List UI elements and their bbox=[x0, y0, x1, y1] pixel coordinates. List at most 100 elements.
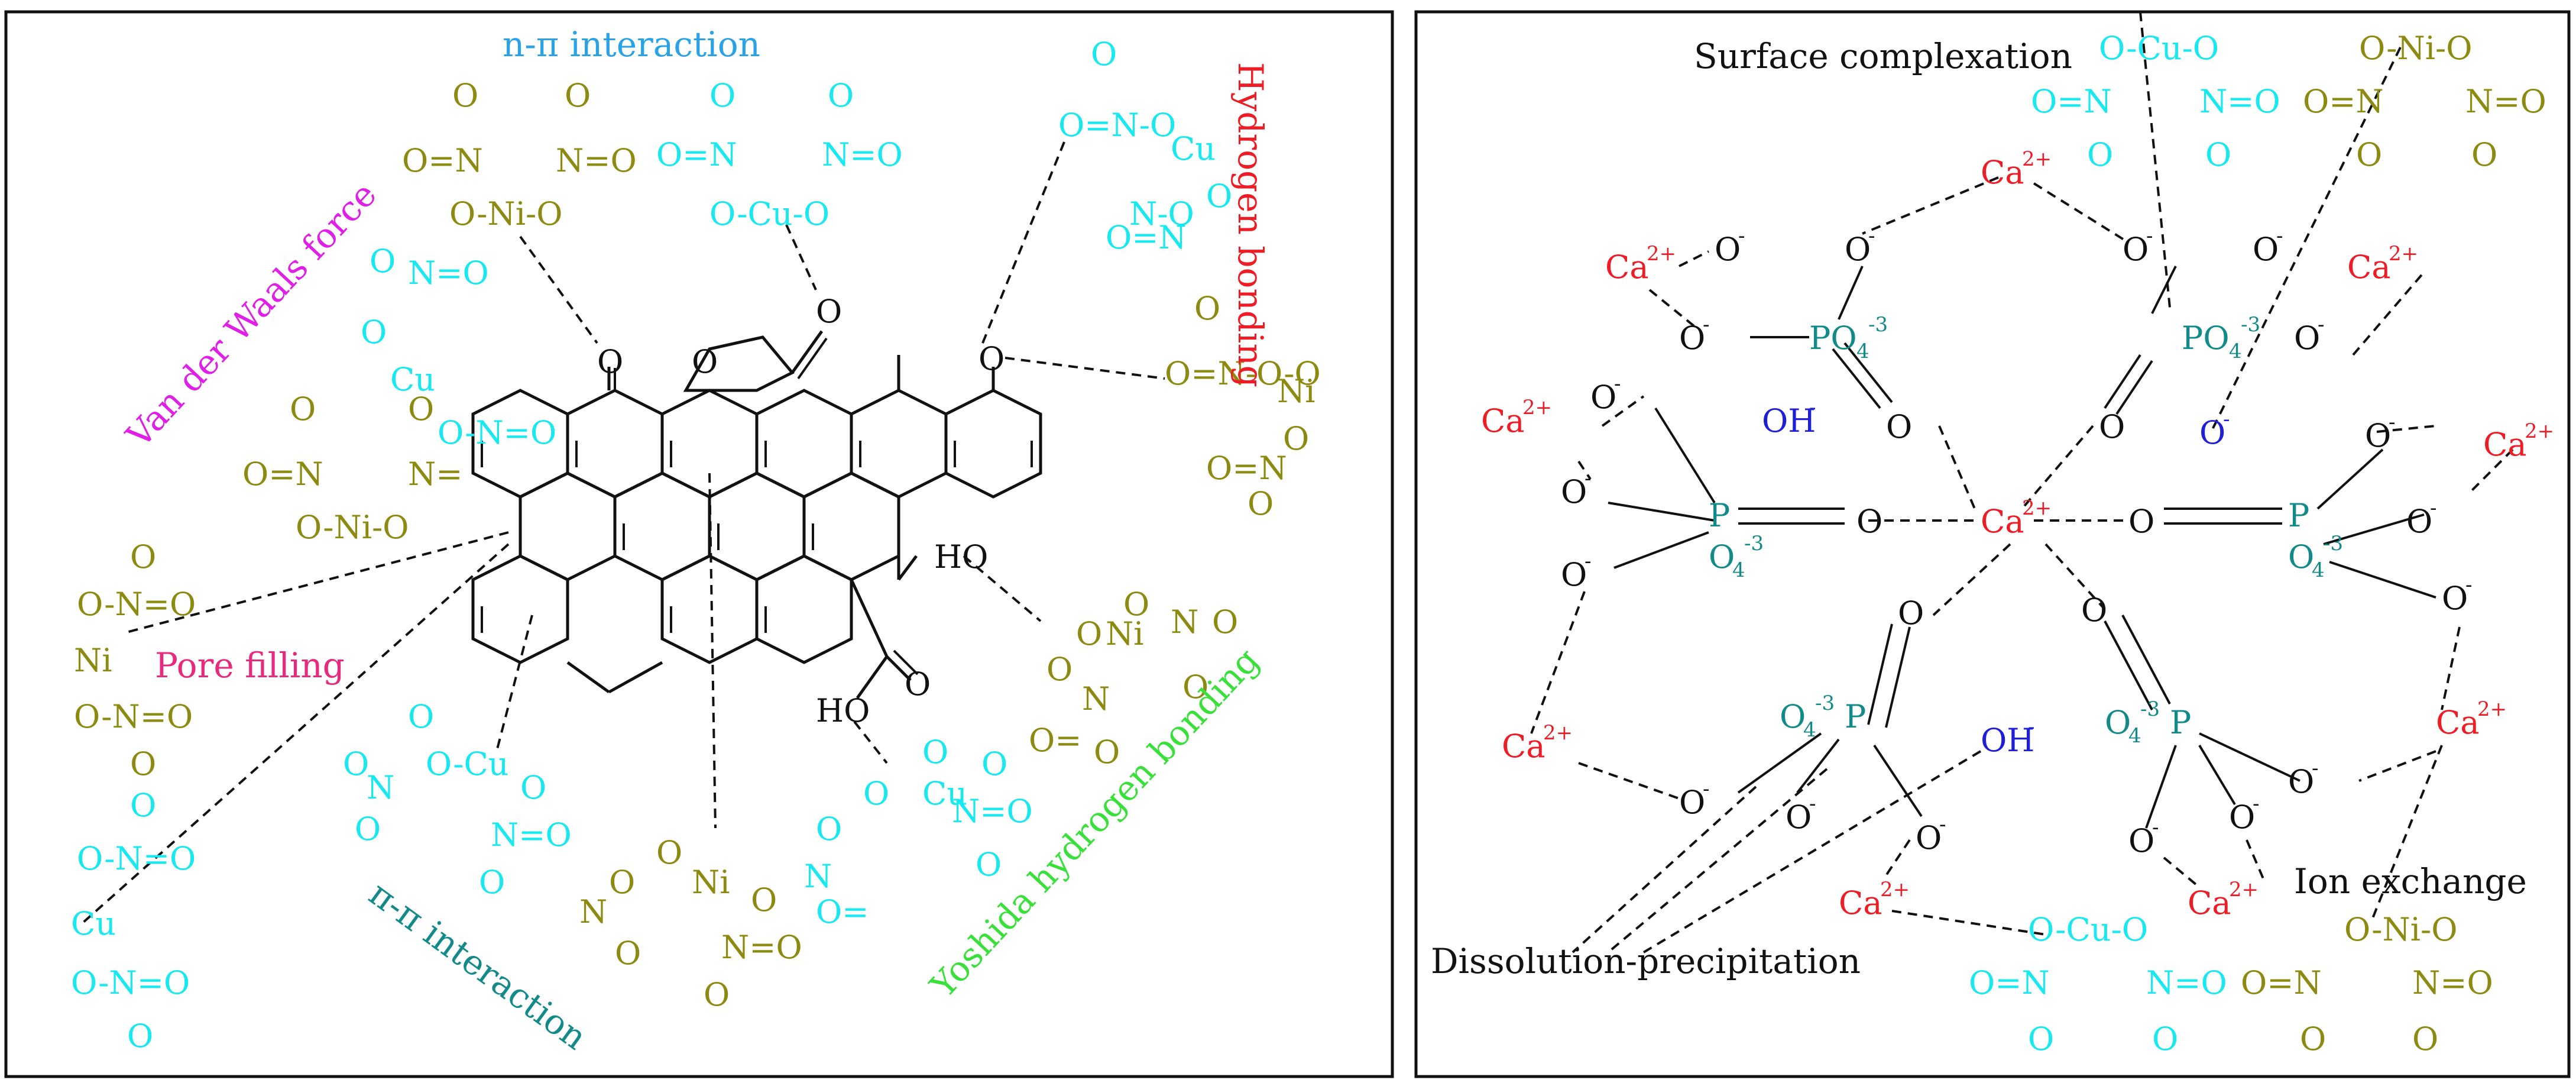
svg-text:O: O bbox=[692, 343, 718, 380]
svg-text:N: N bbox=[1082, 680, 1110, 717]
left-interaction-lines bbox=[82, 141, 1165, 924]
svg-text:O: O bbox=[709, 77, 735, 114]
svg-text:Ni: Ni bbox=[1106, 615, 1144, 652]
svg-text:Ca: Ca bbox=[2436, 704, 2480, 741]
svg-text:O: O bbox=[615, 935, 641, 972]
svg-text:N=: N= bbox=[408, 455, 463, 493]
svg-text:O: O bbox=[2128, 822, 2154, 859]
svg-text:O: O bbox=[816, 293, 842, 330]
svg-text:O-Ni-O: O-Ni-O bbox=[2359, 30, 2473, 67]
svg-text:O: O bbox=[1182, 668, 1208, 706]
svg-text:O: O bbox=[2128, 503, 2154, 540]
svg-text:O-Ni-O: O-Ni-O bbox=[296, 509, 409, 546]
svg-text:PO: PO bbox=[2182, 319, 2230, 357]
svg-text:-: - bbox=[1868, 224, 1875, 248]
svg-text:O: O bbox=[2253, 231, 2279, 268]
svg-text:O: O bbox=[290, 390, 316, 428]
svg-text:-: - bbox=[1614, 372, 1621, 396]
svg-text:4: 4 bbox=[1856, 340, 1869, 363]
svg-text:Ca: Ca bbox=[1502, 728, 1545, 765]
ni-nitrate-left-middle: O O O=N N= O-Ni-O bbox=[242, 390, 463, 546]
svg-text:4: 4 bbox=[1803, 718, 1816, 742]
svg-text:O: O bbox=[2288, 763, 2314, 800]
svg-text:O: O bbox=[2087, 136, 2113, 173]
svg-text:O: O bbox=[2294, 319, 2320, 357]
label-ion-exchange: Ion exchange bbox=[2294, 861, 2527, 901]
svg-text:O-Ni-O: O-Ni-O bbox=[449, 195, 563, 232]
svg-text:O=N: O=N bbox=[402, 142, 483, 179]
svg-text:O: O bbox=[1206, 177, 1232, 215]
svg-text:O: O bbox=[1679, 319, 1705, 357]
svg-text:O: O bbox=[408, 390, 434, 428]
svg-text:O: O bbox=[656, 834, 682, 871]
svg-text:4: 4 bbox=[1732, 558, 1745, 582]
cu-nitrate-left: O N=O O Cu O-N=O bbox=[361, 243, 556, 451]
ni-nitrate-right-top: O-Ni-O O=N N=O O O bbox=[2303, 30, 2546, 173]
label-hydrogen-bonding: Hydrogen bonding bbox=[1230, 62, 1271, 387]
svg-text:N=O: N=O bbox=[491, 816, 572, 854]
svg-text:O=N: O=N bbox=[242, 455, 323, 493]
svg-text:2+: 2+ bbox=[1543, 721, 1573, 745]
svg-text:-: - bbox=[1703, 313, 1710, 337]
svg-text:Ca: Ca bbox=[1981, 154, 2024, 191]
svg-text:2+: 2+ bbox=[2022, 496, 2052, 520]
svg-text:O: O bbox=[922, 733, 948, 771]
svg-text:O: O bbox=[1780, 698, 1806, 735]
svg-text:Ni: Ni bbox=[692, 864, 730, 901]
svg-text:O=N: O=N bbox=[2303, 83, 2384, 120]
svg-text:O: O bbox=[565, 77, 591, 114]
svg-text:O: O bbox=[2123, 231, 2149, 268]
svg-text:N: N bbox=[367, 769, 394, 806]
label-pore-filling: Pore filling bbox=[155, 645, 345, 686]
svg-text:O: O bbox=[1194, 290, 1220, 327]
svg-text:Ni: Ni bbox=[74, 642, 112, 679]
svg-text:N=O: N=O bbox=[721, 929, 802, 966]
svg-text:O-N=O: O-N=O bbox=[438, 414, 556, 451]
svg-text:O: O bbox=[1590, 379, 1616, 416]
svg-text:Cu: Cu bbox=[922, 775, 967, 812]
svg-text:O: O bbox=[1283, 420, 1309, 457]
ni-nitrate-right: O O=N-O-O Ni O O=N O bbox=[1165, 290, 1321, 522]
svg-text:O: O bbox=[408, 698, 434, 735]
svg-text:N=O: N=O bbox=[822, 136, 903, 173]
svg-text:O: O bbox=[2471, 136, 2497, 173]
svg-text:O: O bbox=[1091, 35, 1117, 73]
svg-text:O: O bbox=[2412, 1020, 2438, 1058]
svg-text:O: O bbox=[751, 881, 777, 919]
svg-text:O: O bbox=[2288, 538, 2314, 576]
svg-text:N=O: N=O bbox=[2146, 964, 2227, 1001]
svg-text:O: O bbox=[1845, 231, 1871, 268]
svg-text:O-Cu: O-Cu bbox=[426, 745, 509, 783]
svg-text:N=O: N=O bbox=[408, 254, 489, 292]
svg-text:O: O bbox=[1212, 603, 1238, 641]
svg-text:O=N: O=N bbox=[1106, 219, 1187, 256]
svg-text:O-Cu-O: O-Cu-O bbox=[709, 195, 829, 232]
svg-text:O: O bbox=[704, 976, 730, 1013]
svg-text:O: O bbox=[1046, 651, 1072, 688]
svg-text:O: O bbox=[1094, 733, 1120, 771]
label-dissolution-precipitation: Dissolution-precipitation bbox=[1431, 941, 1861, 981]
svg-text:O: O bbox=[130, 787, 156, 824]
svg-text:O: O bbox=[355, 810, 381, 848]
svg-text:O: O bbox=[2205, 136, 2231, 173]
svg-text:O: O bbox=[1679, 784, 1705, 821]
svg-text:O: O bbox=[370, 243, 396, 280]
svg-text:-: - bbox=[2389, 411, 2396, 434]
svg-text:O: O bbox=[2356, 136, 2382, 173]
svg-text:-: - bbox=[1585, 467, 1592, 490]
svg-text:O: O bbox=[816, 810, 842, 848]
svg-text:O=N: O=N bbox=[1969, 964, 2050, 1001]
svg-text:Ca: Ca bbox=[2483, 426, 2527, 463]
svg-text:2+: 2+ bbox=[2525, 419, 2554, 443]
svg-text:O: O bbox=[2105, 704, 2131, 741]
carbon-framework bbox=[471, 330, 1042, 699]
svg-text:2+: 2+ bbox=[1522, 396, 1552, 419]
svg-text:N: N bbox=[579, 893, 607, 930]
svg-text:O: O bbox=[863, 775, 889, 812]
right-panel-frame bbox=[1414, 10, 2571, 1078]
svg-text:O-Cu-O: O-Cu-O bbox=[2099, 30, 2219, 67]
hydroxide-ions: OH- OH- O- bbox=[1762, 396, 2230, 759]
svg-text:N=O: N=O bbox=[2465, 83, 2546, 120]
